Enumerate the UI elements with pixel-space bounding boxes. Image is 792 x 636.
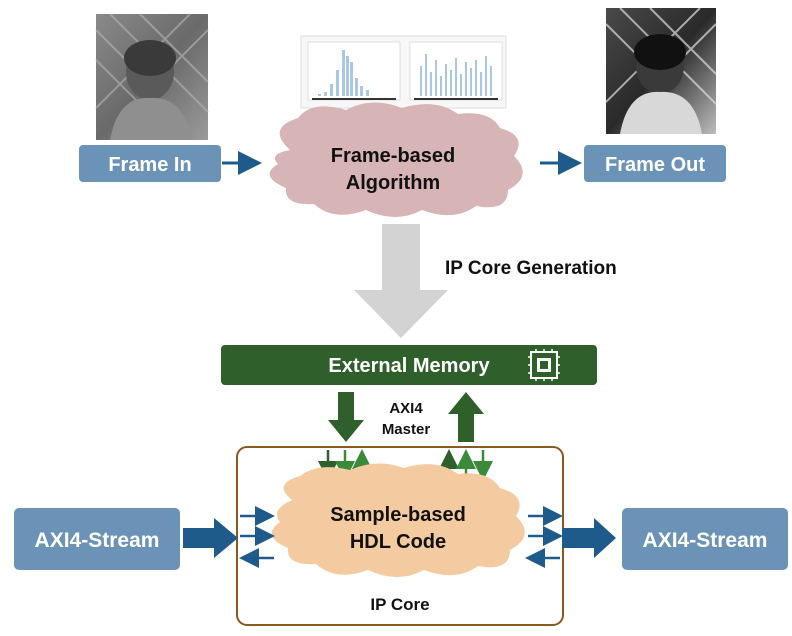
- external-memory-label: External Memory: [328, 355, 490, 377]
- algorithm-label-line2: Algorithm: [346, 172, 440, 194]
- stream-out-arrow: [562, 518, 616, 558]
- stream-out-label: AXI4-Stream: [643, 529, 768, 552]
- ip-core-generation-arrow: [354, 224, 448, 338]
- stream-in-label: AXI4-Stream: [35, 529, 160, 552]
- stream-out-box: [622, 508, 788, 570]
- frame-in-box: [79, 145, 221, 182]
- stream-in-arrow: [183, 518, 238, 558]
- hdl-label-line2: HDL Code: [350, 531, 446, 553]
- output-frame-photo: [605, 7, 717, 134]
- input-frame-photo: [95, 13, 209, 140]
- algorithm-label-line1: Frame-based: [331, 145, 456, 167]
- hdl-cloud: [271, 463, 525, 577]
- frame-out-box: [584, 145, 726, 182]
- stream-signal-arrows: [239, 506, 563, 568]
- axi4-master-label-line1: AXI4: [389, 400, 423, 417]
- memory-up-arrow: [448, 392, 484, 442]
- stream-in-box: [14, 508, 180, 570]
- frame-in-label: Frame In: [108, 154, 191, 176]
- chip-icon: [528, 349, 560, 381]
- ip-core-generation-label: IP Core Generation: [445, 258, 617, 279]
- histogram-thumbnails: [300, 35, 507, 109]
- memory-down-arrow: [328, 392, 364, 442]
- frame-out-label: Frame Out: [605, 154, 705, 176]
- ip-core-label: IP Core: [370, 595, 429, 614]
- hdl-label-line1: Sample-based: [330, 504, 466, 526]
- algorithm-cloud: [269, 102, 523, 217]
- external-memory-bar: [221, 345, 597, 385]
- axi4-master-label-line2: Master: [382, 421, 431, 438]
